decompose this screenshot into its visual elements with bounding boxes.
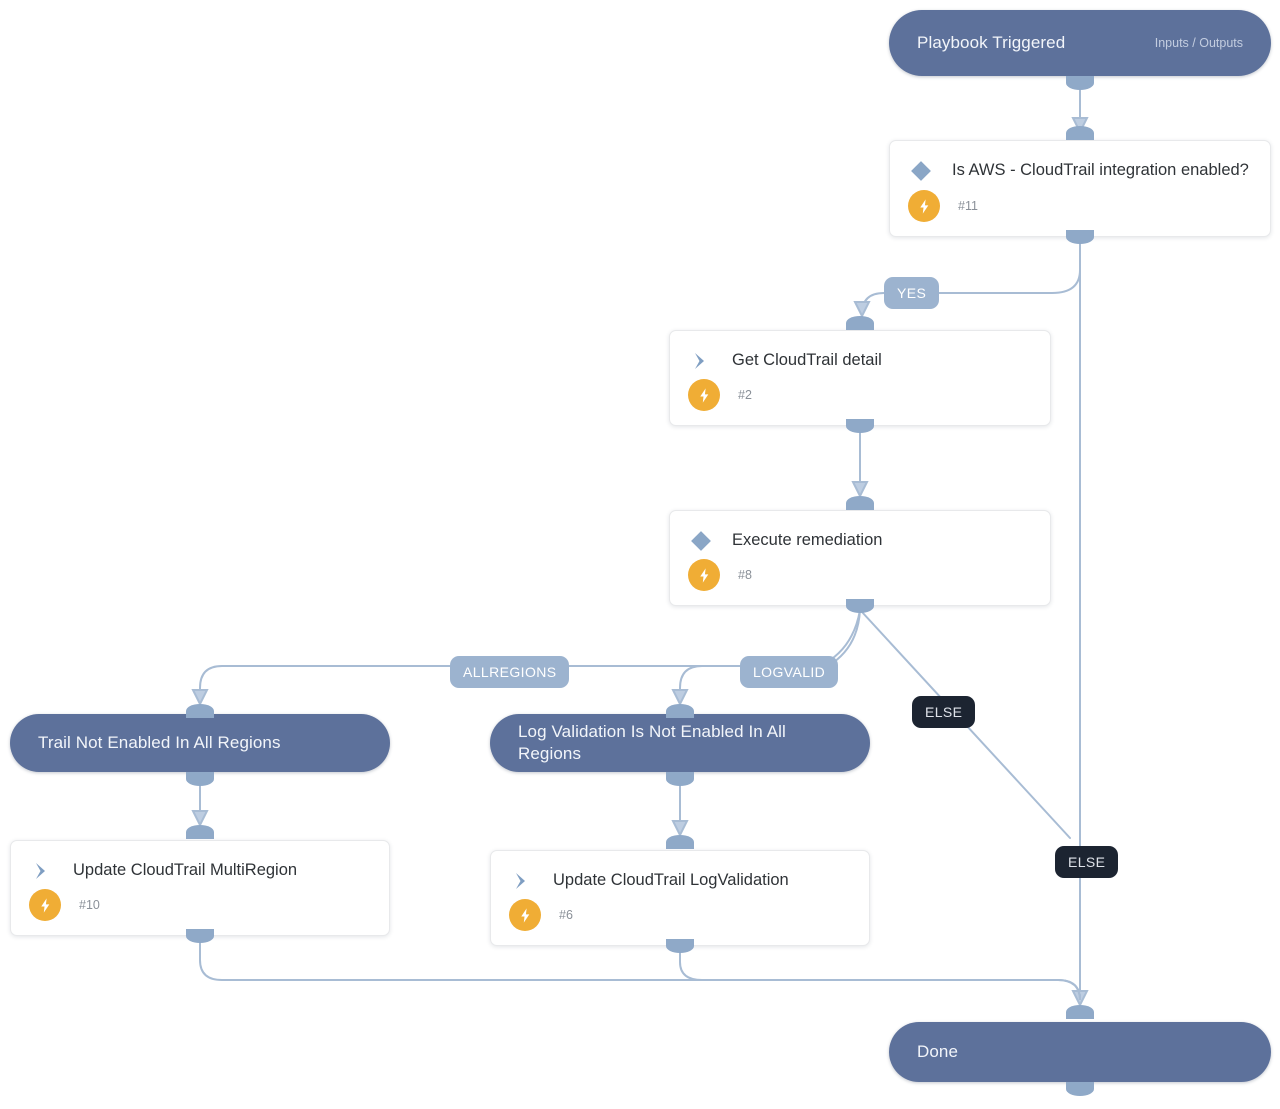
edge-updatelogval-to-done xyxy=(679,951,1081,1001)
port-in-getdetail[interactable] xyxy=(846,316,874,330)
lightning-bolt-icon xyxy=(29,889,61,921)
card-footer: #8 xyxy=(670,559,770,591)
port-out-multiregion[interactable] xyxy=(186,929,214,943)
node-action-update-cloudtrail-logvalidation[interactable]: Update CloudTrail LogValidation #6 xyxy=(490,850,870,946)
node-status-trail-not-enabled[interactable]: Trail Not Enabled In All Regions xyxy=(10,714,390,772)
node-status-log-validation-not-enabled[interactable]: Log Validation Is Not Enabled In All Reg… xyxy=(490,714,870,772)
node-id-label: #11 xyxy=(958,199,978,213)
lightning-bolt-icon xyxy=(688,559,720,591)
port-out-done[interactable] xyxy=(1066,1082,1094,1096)
card-footer: #10 xyxy=(11,889,118,921)
card-footer: #2 xyxy=(670,379,770,411)
node-id-label: #8 xyxy=(738,568,752,582)
port-out-remediation[interactable] xyxy=(846,599,874,613)
lightning-bolt-icon xyxy=(908,190,940,222)
edge-multiregion-to-done xyxy=(199,941,1081,1001)
chevron-right-icon xyxy=(29,858,59,884)
port-in-trail-status[interactable] xyxy=(186,704,214,718)
node-title: Update CloudTrail MultiRegion xyxy=(73,861,298,879)
node-condition-cloudtrail-integration[interactable]: Is AWS - CloudTrail integration enabled?… xyxy=(889,140,1271,237)
branch-label-else-top[interactable]: ELSE xyxy=(912,696,976,728)
port-out-updatelogval[interactable] xyxy=(666,939,694,953)
node-title: Log Validation Is Not Enabled In All Reg… xyxy=(518,721,786,763)
branch-label-logvalid[interactable]: LOGVALID xyxy=(740,656,839,688)
node-title: Update CloudTrail LogValidation xyxy=(553,871,789,889)
chevron-right-icon xyxy=(688,348,718,374)
branch-label-allregions[interactable]: ALLREGIONS xyxy=(450,656,570,688)
branch-label-text: LOGVALID xyxy=(753,664,826,680)
branch-label-text: ELSE xyxy=(1068,854,1106,870)
node-title: Playbook Triggered xyxy=(917,32,1066,52)
node-playbook-triggered[interactable]: Playbook Triggered Inputs / Outputs xyxy=(889,10,1271,76)
branch-label-text: YES xyxy=(897,285,927,301)
node-action-get-cloudtrail-detail[interactable]: Get CloudTrail detail #2 xyxy=(669,330,1051,426)
card-footer: #6 xyxy=(491,899,591,931)
card-header: Is AWS - CloudTrail integration enabled? xyxy=(890,141,1270,184)
port-in-logval-status[interactable] xyxy=(666,704,694,718)
node-title: Is AWS - CloudTrail integration enabled? xyxy=(952,161,1249,179)
node-action-update-cloudtrail-multiregion[interactable]: Update CloudTrail MultiRegion #10 xyxy=(10,840,390,936)
diamond-icon xyxy=(688,528,718,554)
lightning-bolt-icon xyxy=(509,899,541,931)
port-out-trigger[interactable] xyxy=(1066,76,1094,90)
node-title: Done xyxy=(917,1041,959,1061)
port-in-remediation[interactable] xyxy=(846,496,874,510)
port-out-getdetail[interactable] xyxy=(846,419,874,433)
node-title: Execute remediation xyxy=(732,531,883,549)
node-id-label: #2 xyxy=(738,388,752,402)
branch-label-text: ALLREGIONS xyxy=(463,664,557,680)
port-in-multiregion[interactable] xyxy=(186,825,214,839)
card-footer: #11 xyxy=(890,190,996,222)
port-out-trail-status[interactable] xyxy=(186,772,214,786)
node-id-label: #10 xyxy=(79,898,100,912)
diamond-icon xyxy=(908,158,938,184)
branch-label-else-bottom[interactable]: ELSE xyxy=(1055,846,1119,878)
port-out-logval-status[interactable] xyxy=(666,772,694,786)
inputs-outputs-label: Inputs / Outputs xyxy=(1154,36,1243,50)
port-in-updatelogval[interactable] xyxy=(666,835,694,849)
chevron-right-icon xyxy=(509,868,539,894)
lightning-bolt-icon xyxy=(688,379,720,411)
node-title: Get CloudTrail detail xyxy=(732,351,882,369)
card-header: Get CloudTrail detail xyxy=(670,331,1050,374)
branch-label-yes[interactable]: YES xyxy=(884,277,940,309)
node-title: Trail Not Enabled In All Regions xyxy=(38,732,281,752)
node-id-label: #6 xyxy=(559,908,573,922)
card-header: Execute remediation xyxy=(670,511,1050,554)
node-done[interactable]: Done xyxy=(889,1022,1271,1082)
port-out-condition11[interactable] xyxy=(1066,230,1094,244)
branch-label-text: ELSE xyxy=(925,704,963,720)
node-condition-execute-remediation[interactable]: Execute remediation #8 xyxy=(669,510,1051,606)
card-header: Update CloudTrail MultiRegion xyxy=(11,841,389,884)
card-header: Update CloudTrail LogValidation xyxy=(491,851,869,894)
port-in-done[interactable] xyxy=(1066,1005,1094,1019)
port-in-condition11[interactable] xyxy=(1066,126,1094,140)
